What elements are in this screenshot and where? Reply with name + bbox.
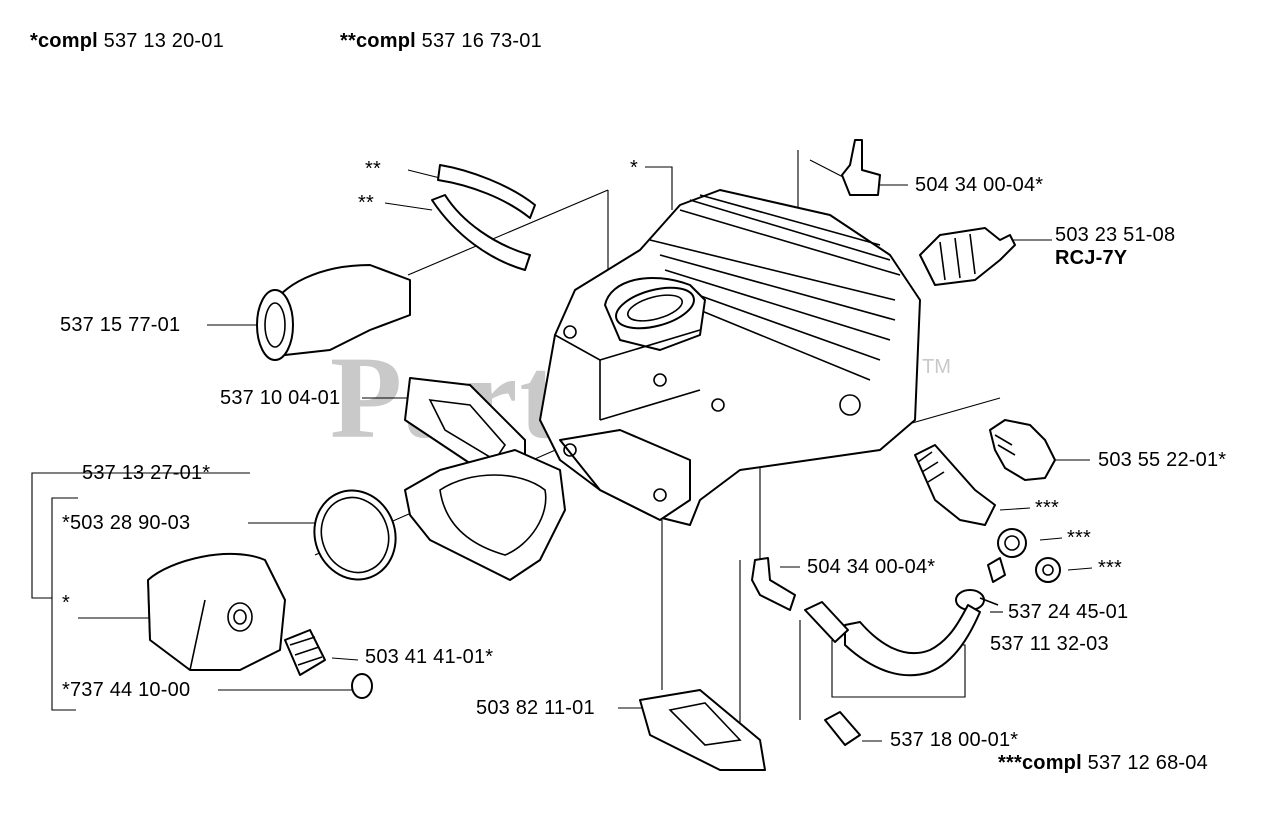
decomp-valve-label: 503 55 22-01* bbox=[1098, 449, 1227, 471]
washer-1-label: *** bbox=[1067, 527, 1091, 549]
compl-kit-2-label: **compl 537 16 73-01 bbox=[340, 30, 542, 52]
compl-kit-3-prefix: ***compl bbox=[998, 752, 1082, 774]
washer-2-label: *** bbox=[1098, 557, 1122, 579]
clamp-label: 537 24 45-01 bbox=[1008, 601, 1129, 623]
base-gasket-label: 503 82 11-01 bbox=[476, 697, 595, 719]
lower-gasket-drawing bbox=[639, 689, 766, 771]
piston-ring-label: *503 28 90-03 bbox=[62, 512, 191, 534]
cylinder-label: * bbox=[630, 157, 638, 179]
circlip-label: *737 44 10-00 bbox=[62, 679, 191, 701]
piston-drawing bbox=[147, 552, 286, 671]
intake-label: 537 15 77-01 bbox=[60, 314, 181, 336]
piston-kit-label: 537 13 27-01* bbox=[82, 462, 211, 484]
fitting-label: *** bbox=[1035, 497, 1059, 519]
elbow-top-label: 504 34 00-04* bbox=[915, 174, 1044, 196]
compl-kit-3-label: ***compl 537 12 68-04 bbox=[998, 752, 1208, 774]
decomp-valve-drawing bbox=[989, 419, 1056, 481]
trademark-mark: TM bbox=[922, 356, 951, 378]
cylinder-drawing bbox=[539, 189, 921, 526]
clip-top-label: ** bbox=[365, 158, 381, 180]
clamp-drawing bbox=[955, 589, 999, 611]
clip-drawings bbox=[431, 164, 536, 271]
hose-drawing bbox=[844, 604, 981, 677]
intake-boot-drawing bbox=[256, 264, 411, 361]
circlip-drawing bbox=[351, 673, 373, 699]
elbow-mid-drawing bbox=[751, 557, 796, 611]
compl-kit-3-number: 537 12 68-04 bbox=[1087, 752, 1208, 774]
washer-drawings bbox=[987, 528, 1061, 583]
piston-ring-drawing bbox=[313, 489, 397, 581]
compl-kit-2-prefix: **compl bbox=[340, 30, 416, 52]
bearing-drawing bbox=[284, 629, 326, 676]
spark-plug-drawing bbox=[919, 227, 1016, 286]
compl-kit-1-number: 537 13 20-01 bbox=[103, 30, 224, 52]
sleeve-label: 537 18 00-01* bbox=[890, 729, 1019, 751]
spark-plug-number-label: 503 23 51-08 bbox=[1055, 224, 1176, 246]
hose-label: 537 11 32-03 bbox=[990, 633, 1109, 655]
elbow-top-drawing bbox=[841, 139, 881, 196]
compl-kit-2-number: 537 16 73-01 bbox=[421, 30, 542, 52]
piston-label: * bbox=[62, 592, 70, 614]
bearing-label: 503 41 41-01* bbox=[365, 646, 494, 668]
base-gasket-drawing bbox=[404, 449, 566, 581]
elbow-mid-label: 504 34 00-04* bbox=[807, 556, 936, 578]
clip-bottom-label: ** bbox=[358, 192, 374, 214]
compl-kit-1-prefix: *compl bbox=[30, 30, 98, 52]
spark-plug-type-label: RCJ-7Y bbox=[1055, 247, 1128, 269]
fitting-drawing bbox=[914, 444, 996, 526]
sleeve-drawing bbox=[804, 601, 861, 746]
compl-kit-1-label: *compl 537 13 20-01 bbox=[30, 30, 224, 52]
intake-gasket-label: 537 10 04-01 bbox=[220, 387, 341, 409]
